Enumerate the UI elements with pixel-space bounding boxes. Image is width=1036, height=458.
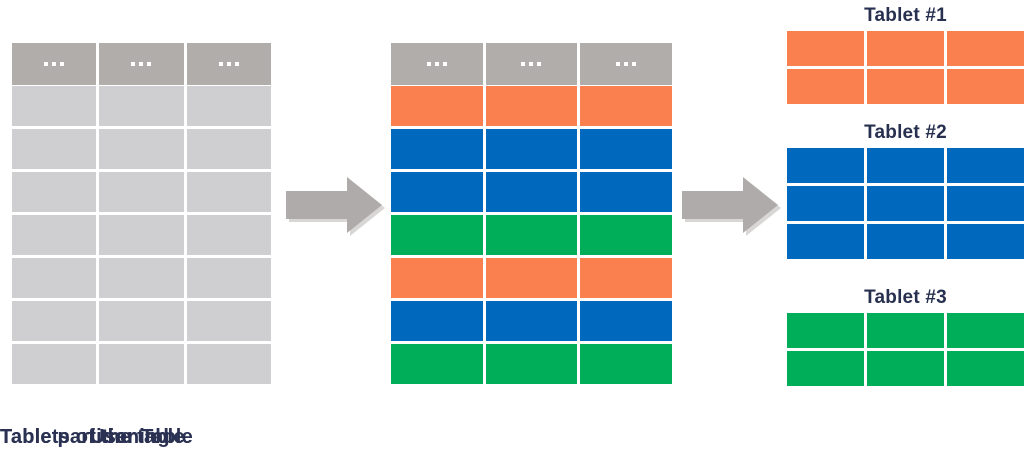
table-cell bbox=[186, 129, 271, 169]
table-cell bbox=[186, 344, 271, 384]
tablet-cell bbox=[947, 313, 1024, 348]
table-cell bbox=[99, 129, 184, 169]
partition-table-header-cell bbox=[580, 43, 672, 85]
user-table-header-cell bbox=[99, 43, 184, 85]
tablet-cell bbox=[867, 148, 944, 183]
arrow-user-to-partition-icon bbox=[286, 176, 385, 236]
table-cell bbox=[99, 301, 184, 341]
partition-cell-blue bbox=[580, 301, 672, 341]
tablet-cell bbox=[867, 224, 944, 259]
tablet-1-grid bbox=[787, 31, 1024, 104]
table-cell bbox=[186, 215, 271, 255]
tablet-cell bbox=[787, 224, 864, 259]
partition-cell-orange bbox=[485, 258, 578, 298]
user-table bbox=[12, 43, 271, 384]
table-cell bbox=[186, 301, 271, 341]
tablet-cell bbox=[867, 186, 944, 221]
partition-cell-orange bbox=[485, 86, 578, 126]
tablet-2-grid bbox=[787, 148, 1024, 259]
tablet-cell bbox=[947, 148, 1024, 183]
tablet-2-title: Tablet #2 bbox=[864, 122, 947, 143]
table-cell bbox=[186, 86, 271, 126]
ellipsis-icon bbox=[131, 62, 152, 66]
ellipsis-icon bbox=[426, 62, 447, 66]
tablet-1: Tablet #1 bbox=[787, 5, 1024, 104]
partition-cell-blue bbox=[580, 129, 672, 169]
tablet-cell bbox=[787, 69, 864, 104]
partition-cell-green bbox=[485, 344, 578, 384]
partition-table-header-cell bbox=[485, 43, 578, 85]
table-cell bbox=[12, 129, 97, 169]
partition-cell-green bbox=[391, 344, 483, 384]
table-cell bbox=[12, 301, 97, 341]
ellipsis-icon bbox=[44, 62, 65, 66]
tablet-1-title: Tablet #1 bbox=[864, 5, 947, 26]
tablet-2: Tablet #2 bbox=[787, 122, 1024, 259]
partition-table bbox=[391, 43, 672, 384]
table-cell bbox=[99, 344, 184, 384]
table-cell bbox=[12, 86, 97, 126]
tablet-cell bbox=[947, 351, 1024, 386]
table-cell bbox=[12, 258, 97, 298]
partition-cell-green bbox=[391, 215, 483, 255]
partition-cell-blue bbox=[485, 129, 578, 169]
ellipsis-icon bbox=[521, 62, 542, 66]
table-cell bbox=[186, 258, 271, 298]
partition-cell-green bbox=[580, 215, 672, 255]
tablet-3-grid bbox=[787, 313, 1024, 386]
table-cell bbox=[12, 344, 97, 384]
user-table-header-cell bbox=[186, 43, 271, 85]
partition-table-caption: Table partitioning bbox=[0, 426, 170, 448]
table-cell bbox=[12, 215, 97, 255]
table-cell bbox=[99, 172, 184, 212]
partition-cell-green bbox=[580, 344, 672, 384]
table-cell bbox=[99, 258, 184, 298]
tablet-cell bbox=[867, 351, 944, 386]
tablet-cell bbox=[947, 69, 1024, 104]
tablet-cell bbox=[787, 186, 864, 221]
tablet-cell bbox=[947, 186, 1024, 221]
tablet-cell bbox=[787, 313, 864, 348]
partition-cell-blue bbox=[391, 129, 483, 169]
tablet-cell bbox=[787, 31, 864, 66]
tablets-caption: Tablets of the table bbox=[0, 426, 185, 448]
partition-cell-orange bbox=[391, 258, 483, 298]
tablet-cell bbox=[867, 69, 944, 104]
partition-cell-orange bbox=[580, 86, 672, 126]
partition-cell-blue bbox=[485, 301, 578, 341]
ellipsis-icon bbox=[218, 62, 239, 66]
tablet-cell bbox=[947, 31, 1024, 66]
table-cell bbox=[186, 172, 271, 212]
user-table-caption: User Table bbox=[90, 426, 193, 448]
tablet-cell bbox=[867, 313, 944, 348]
ellipsis-icon bbox=[616, 62, 637, 66]
arrow-partition-to-tablets-icon bbox=[682, 176, 781, 236]
partition-cell-green bbox=[485, 215, 578, 255]
partition-cell-orange bbox=[391, 86, 483, 126]
partition-cell-blue bbox=[580, 172, 672, 212]
tablet-cell bbox=[867, 31, 944, 66]
partition-cell-blue bbox=[391, 172, 483, 212]
tablet-3-title: Tablet #3 bbox=[864, 287, 947, 308]
tablet-cell bbox=[787, 148, 864, 183]
user-table-header-cell bbox=[12, 43, 97, 85]
table-cell bbox=[99, 215, 184, 255]
tablet-cell bbox=[787, 351, 864, 386]
partition-table-header-cell bbox=[391, 43, 483, 85]
table-cell bbox=[12, 172, 97, 212]
partition-cell-blue bbox=[485, 172, 578, 212]
partition-cell-orange bbox=[580, 258, 672, 298]
partition-cell-blue bbox=[391, 301, 483, 341]
tablet-cell bbox=[947, 224, 1024, 259]
table-cell bbox=[99, 86, 184, 126]
tablet-3: Tablet #3 bbox=[787, 287, 1024, 386]
